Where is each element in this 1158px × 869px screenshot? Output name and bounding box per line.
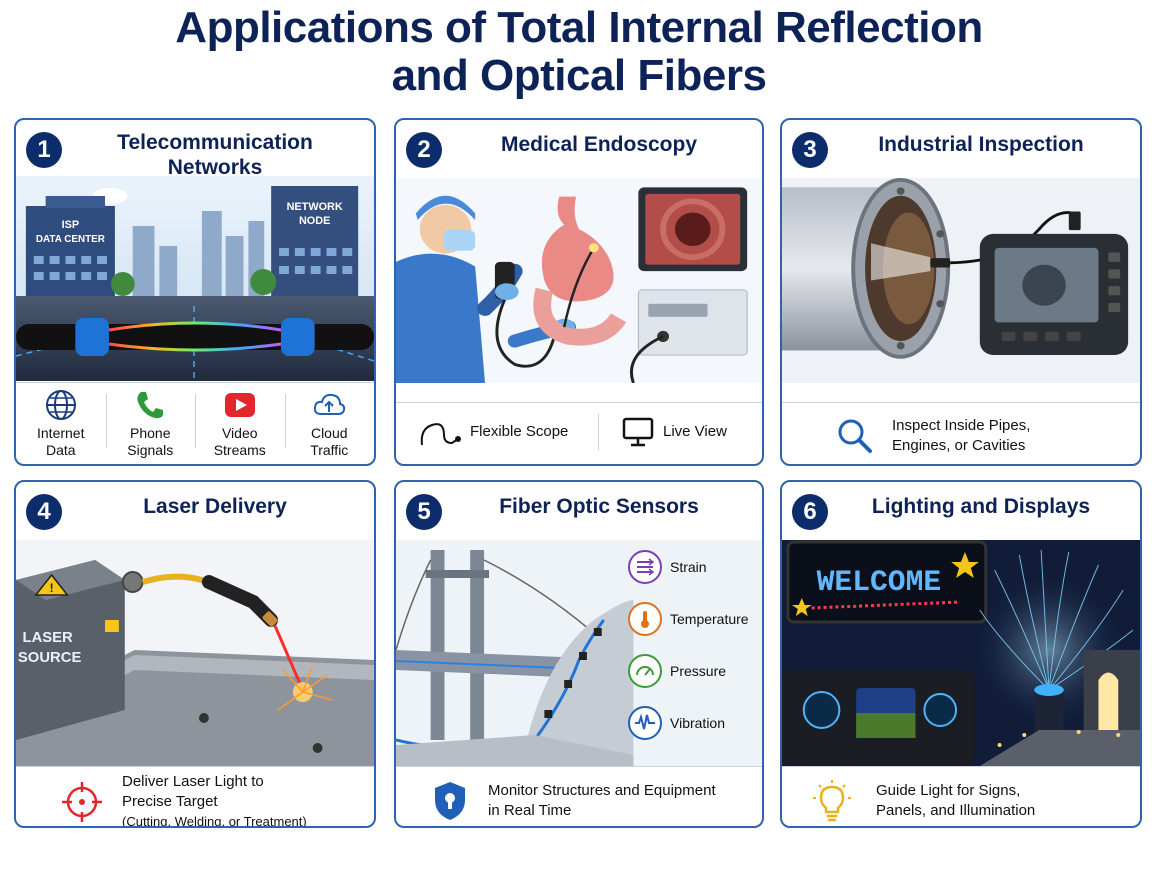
magnifier-icon: [838, 419, 872, 453]
panel-title: Fiber Optic Sensors: [499, 495, 699, 518]
laser-source-sign-sub: SOURCE: [18, 650, 81, 666]
panel-number-badge: 1: [26, 132, 62, 168]
endoscopy-illustration: [396, 178, 762, 383]
globe-icon: [45, 390, 76, 420]
panel-title: Medical Endoscopy: [500, 133, 698, 156]
node-sign: NETWORK: [287, 201, 343, 213]
sensor-pressure: Pressure: [628, 654, 754, 688]
lighting-illustration: WELCOME: [782, 540, 1140, 766]
divider: [396, 402, 762, 403]
divider: [16, 766, 374, 767]
sensors-caption: Monitor Structures and Equipment in Real…: [432, 778, 754, 824]
sensor-temperature: Temperature: [628, 602, 754, 636]
svg-text:!: !: [50, 581, 54, 595]
inspection-caption: Inspect Inside Pipes, Engines, or Caviti…: [836, 410, 1130, 462]
scope-icon: [420, 423, 461, 446]
play-icon: [224, 393, 255, 417]
laser-illustration: ! LASER SOURCE: [16, 540, 374, 766]
waveform-icon: [635, 713, 655, 730]
panel-number-badge: 2: [406, 132, 442, 168]
panel-number-badge: 4: [26, 494, 62, 530]
panel-medical-endoscopy: 2 Medical Endoscopy: [394, 118, 764, 466]
divider: [16, 382, 374, 383]
panel-title: Telecommunication Networks: [117, 131, 313, 179]
page-title-line-2: and Optical Fibers: [391, 51, 767, 100]
divider: [396, 766, 762, 767]
inspection-illustration: [782, 178, 1140, 383]
telecom-illustration: ISP DATA CENTER NETWORK NODE: [16, 176, 374, 381]
page-title-line-1: Applications of Total Internal Reflectio…: [175, 3, 983, 52]
panel-title: Laser Delivery: [143, 495, 287, 518]
item-live-view: Live View: [663, 423, 727, 440]
crosshair-icon: [62, 782, 102, 822]
panel-fiber-optic-sensors: 5 Fiber Optic Sensors Strain Temperature: [394, 480, 764, 828]
item-flexible-scope: Flexible Scope: [470, 423, 569, 440]
sensors-illustration: [396, 540, 762, 766]
panel-number-badge: 6: [792, 494, 828, 530]
strain-icon: [637, 558, 655, 576]
thermometer-icon: [641, 611, 649, 628]
panel-industrial-inspection: 3 Industrial Inspection: [780, 118, 1142, 466]
lightbulb-icon: [813, 780, 851, 822]
cloud-upload-icon: [314, 393, 346, 415]
panel-laser-delivery: 4 Laser Delivery ! LASER SOURCE: [14, 480, 376, 828]
divider: [598, 414, 599, 450]
sensor-vibration: Vibration: [628, 706, 754, 740]
panel-lighting-displays: 6 Lighting and Displays WELCOME: [780, 480, 1142, 828]
isp-sign: ISP: [62, 219, 80, 231]
lighting-caption: Guide Light for Signs, Panels, and Illum…: [812, 778, 1132, 824]
endoscopy-items: Flexible Scope Live View: [418, 412, 752, 452]
laser-source-sign: LASER: [23, 630, 73, 646]
shield-icon: [435, 782, 465, 820]
phone-icon: [137, 392, 164, 419]
divider: [782, 766, 1140, 767]
panel-title: Lighting and Displays: [871, 495, 1091, 518]
gauge-icon: [636, 666, 654, 676]
divider: [782, 402, 1140, 403]
page-title: Applications of Total Internal Reflectio…: [0, 4, 1158, 100]
panel-title: Industrial Inspection: [878, 133, 1084, 156]
panel-number-badge: 3: [792, 132, 828, 168]
panel-telecommunication: 1 Telecommunication Networks: [14, 118, 376, 466]
node-sign-sub: NODE: [299, 215, 330, 227]
panel-number-badge: 5: [406, 494, 442, 530]
isp-sign-sub: DATA CENTER: [36, 234, 105, 245]
laser-caption: Deliver Laser Light to Precise Target (C…: [60, 773, 366, 826]
monitor-icon: [622, 417, 654, 447]
welcome-sign-text: WELCOME: [817, 565, 942, 599]
sensor-strain: Strain: [628, 550, 754, 584]
